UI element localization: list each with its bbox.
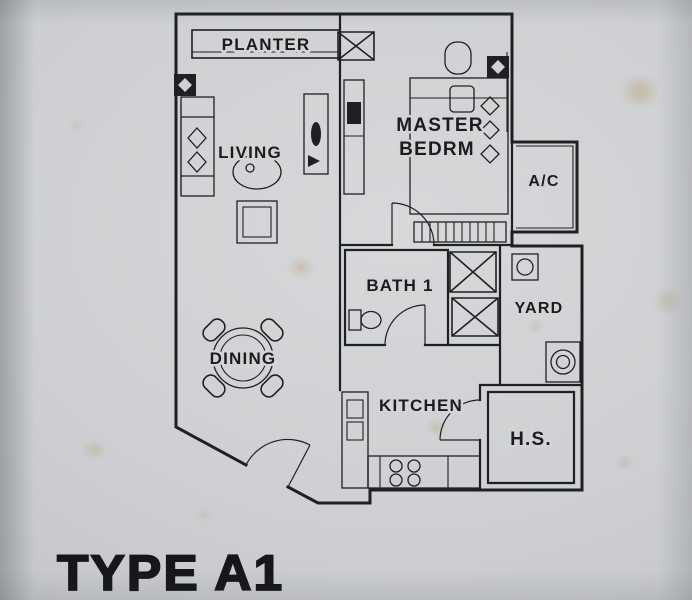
washing-machine: [545, 341, 581, 383]
column-post: [174, 74, 196, 96]
sofa: [180, 96, 215, 197]
bath-door-swing: [384, 304, 426, 346]
tv-console: [303, 93, 329, 175]
bedroom-door-swing: [391, 202, 435, 246]
label-yard: YARD: [515, 300, 564, 317]
label-kitchen: KITCHEN: [379, 396, 463, 415]
label-planter: PLANTER: [222, 35, 311, 54]
label-household-shelter: H.S.: [510, 429, 552, 450]
kitchen-sink-counter: [341, 391, 369, 489]
toilet: [348, 309, 382, 331]
bedside-chair: [444, 41, 472, 75]
shelter-door-swing: [439, 399, 481, 441]
dining-table: [202, 318, 284, 398]
entrance-door-swing: [245, 438, 311, 488]
bed: [409, 77, 509, 215]
window-shaft-box: [337, 31, 375, 61]
hall-cabinet: [343, 79, 365, 195]
column-post: [487, 56, 509, 78]
kitchen-stove-counter: [367, 455, 481, 489]
ac-shaft-box: [449, 251, 497, 293]
label-living: LIVING: [218, 143, 282, 162]
label-dining: DINING: [210, 349, 277, 368]
water-heater: [511, 253, 539, 281]
duct-shaft-box: [451, 297, 499, 337]
label-master-bedroom-line2: BEDRM: [399, 139, 475, 160]
shelter-inner-wall: [486, 390, 576, 485]
unit-type-title: TYPE A1: [56, 544, 285, 600]
label-ac-ledge: A/C: [528, 173, 559, 190]
wardrobe-strip: [413, 221, 507, 243]
coffee-table: [232, 154, 282, 190]
rug-table: [236, 200, 278, 244]
planter-box: [191, 29, 341, 59]
label-master-bedroom-line1: MASTER: [396, 115, 483, 136]
label-bath: BATH 1: [366, 276, 433, 295]
